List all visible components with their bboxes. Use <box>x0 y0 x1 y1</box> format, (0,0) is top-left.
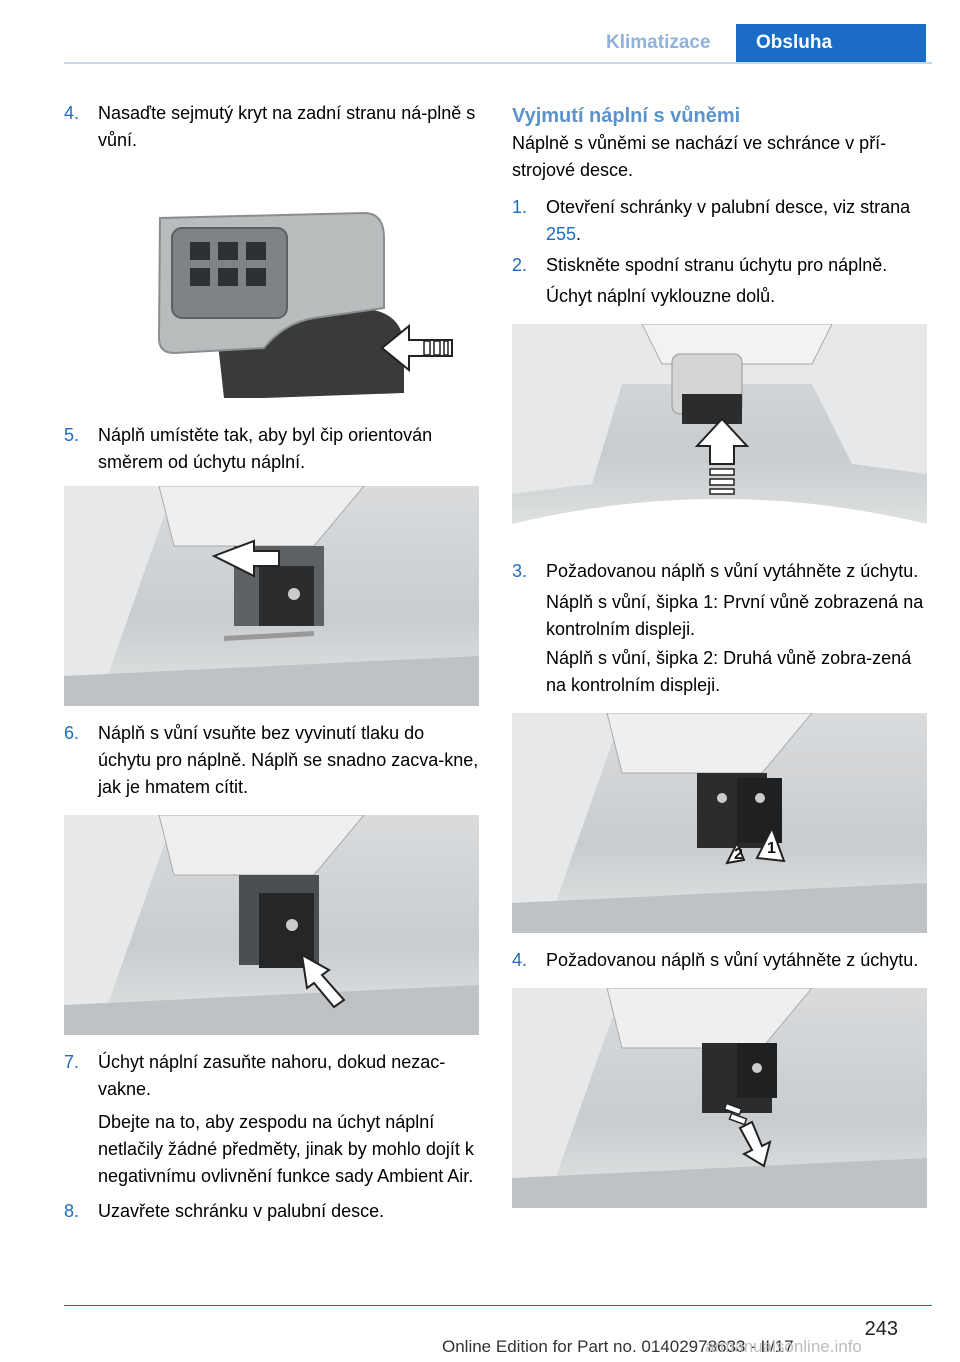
step-text: Uzavřete schránku v palubní desce. <box>98 1201 385 1221</box>
step-number: 4. <box>512 950 528 970</box>
cartridge-cover-drawing <box>157 211 453 398</box>
step-number: 8. <box>64 1201 80 1221</box>
glovebox-photo-step4 <box>512 988 927 1208</box>
page-link-255[interactable]: 255 <box>546 224 577 244</box>
section-intro: Náplně s vůněmi se nachází ve schránce v… <box>512 133 887 180</box>
tab-klimatizace[interactable]: Klimatizace <box>606 32 711 53</box>
step-text: Požadovanou náplň s vůní vytáhněte z úch… <box>546 561 919 581</box>
step-7: 7. Úchyt náplní zasuňte nahoru, dokud ne… <box>64 1049 479 1103</box>
step-6: 6. Náplň s vůní vsuňte bez vyvinutí tlak… <box>64 720 479 801</box>
step-1: 1. Otevření schránky v palubní desce, vi… <box>512 194 927 248</box>
glovebox-photo-step3: 2 1 <box>512 713 927 933</box>
arrow-2-label: 2 <box>734 846 743 863</box>
holder-release-arrow-image <box>512 324 927 544</box>
step-text: Otevření schránky v palubní desce, viz s… <box>546 194 927 248</box>
step-text: Nasaďte sejmutý kryt na zadní stranu ná‐… <box>98 103 476 150</box>
glovebox-photo-step6 <box>64 815 479 1035</box>
glovebox-photo-step2 <box>512 324 927 544</box>
step-text: Náplň s vůní vsuňte bez vyvinutí tlaku d… <box>98 723 479 797</box>
glovebox-photo-step5 <box>64 486 479 706</box>
step-text: Stiskněte spodní stranu úchytu pro nápln… <box>546 255 888 275</box>
cartridge-insert-arrow-image <box>64 815 479 1035</box>
right-column: Vyjmutí náplní s vůněmi Náplně s vůněmi … <box>512 100 927 1208</box>
header-divider <box>64 62 932 64</box>
tab-obsluha[interactable]: Obsluha <box>736 24 926 62</box>
step-text-before: Otevření schránky v palubní desce, viz s… <box>546 197 911 217</box>
step-number: 7. <box>64 1052 80 1072</box>
section-title: Vyjmutí náplní s vůněmi <box>512 105 741 127</box>
cartridge-remove-arrow-image <box>512 988 927 1208</box>
glovebox-holder-arrow-image <box>64 486 479 706</box>
step-number: 2. <box>512 255 528 275</box>
page-number: 243 <box>864 1318 898 1340</box>
step-2: 2. Stiskněte spodní stranu úchytu pro ná… <box>512 252 927 279</box>
step-text: Požadovanou náplň s vůní vytáhněte z úch… <box>546 950 919 970</box>
step-text: Úchyt náplní zasuňte nahoru, dokud nezac… <box>98 1052 446 1099</box>
step-4: 4. Nasaďte sejmutý kryt na zadní stranu … <box>64 100 479 154</box>
step-text-after: . <box>576 224 582 244</box>
cartridge-cover-illustration <box>64 158 479 408</box>
footer-divider <box>64 1305 932 1306</box>
step-3-note-2: Náplň s vůní, šipka 2: Druhá vůně zobra‐… <box>546 648 912 695</box>
two-cartridges-arrows-image: 2 1 <box>512 713 927 933</box>
step-number: 4. <box>64 103 80 123</box>
step-8: 8. Uzavřete schránku v palubní desce. <box>64 1198 479 1225</box>
step-number: 6. <box>64 723 80 743</box>
step-text: Náplň umístěte tak, aby byl čip orientov… <box>98 425 433 472</box>
step-4-right: 4. Požadovanou náplň s vůní vytáhněte z … <box>512 947 927 974</box>
step-7-note: Dbejte na to, aby zespodu na úchyt nápln… <box>98 1112 474 1186</box>
step-3-note-1: Náplň s vůní, šipka 1: První vůně zobraz… <box>546 592 924 639</box>
arrow-1-label: 1 <box>767 840 776 857</box>
left-column: 4. Nasaďte sejmutý kryt na zadní stranu … <box>64 100 479 1229</box>
step-number: 5. <box>64 425 80 445</box>
step-2-note: Úchyt náplní vyklouzne dolů. <box>546 286 776 306</box>
watermark-text: armanualsonline.info <box>705 1337 862 1356</box>
step-3: 3. Požadovanou náplň s vůní vytáhněte z … <box>512 558 927 585</box>
edition-text: Online Edition for Part no. 01402978633 … <box>442 1337 794 1356</box>
step-number: 1. <box>512 197 528 217</box>
step-number: 3. <box>512 561 528 581</box>
step-5: 5. Náplň umístěte tak, aby byl čip orien… <box>64 422 479 476</box>
